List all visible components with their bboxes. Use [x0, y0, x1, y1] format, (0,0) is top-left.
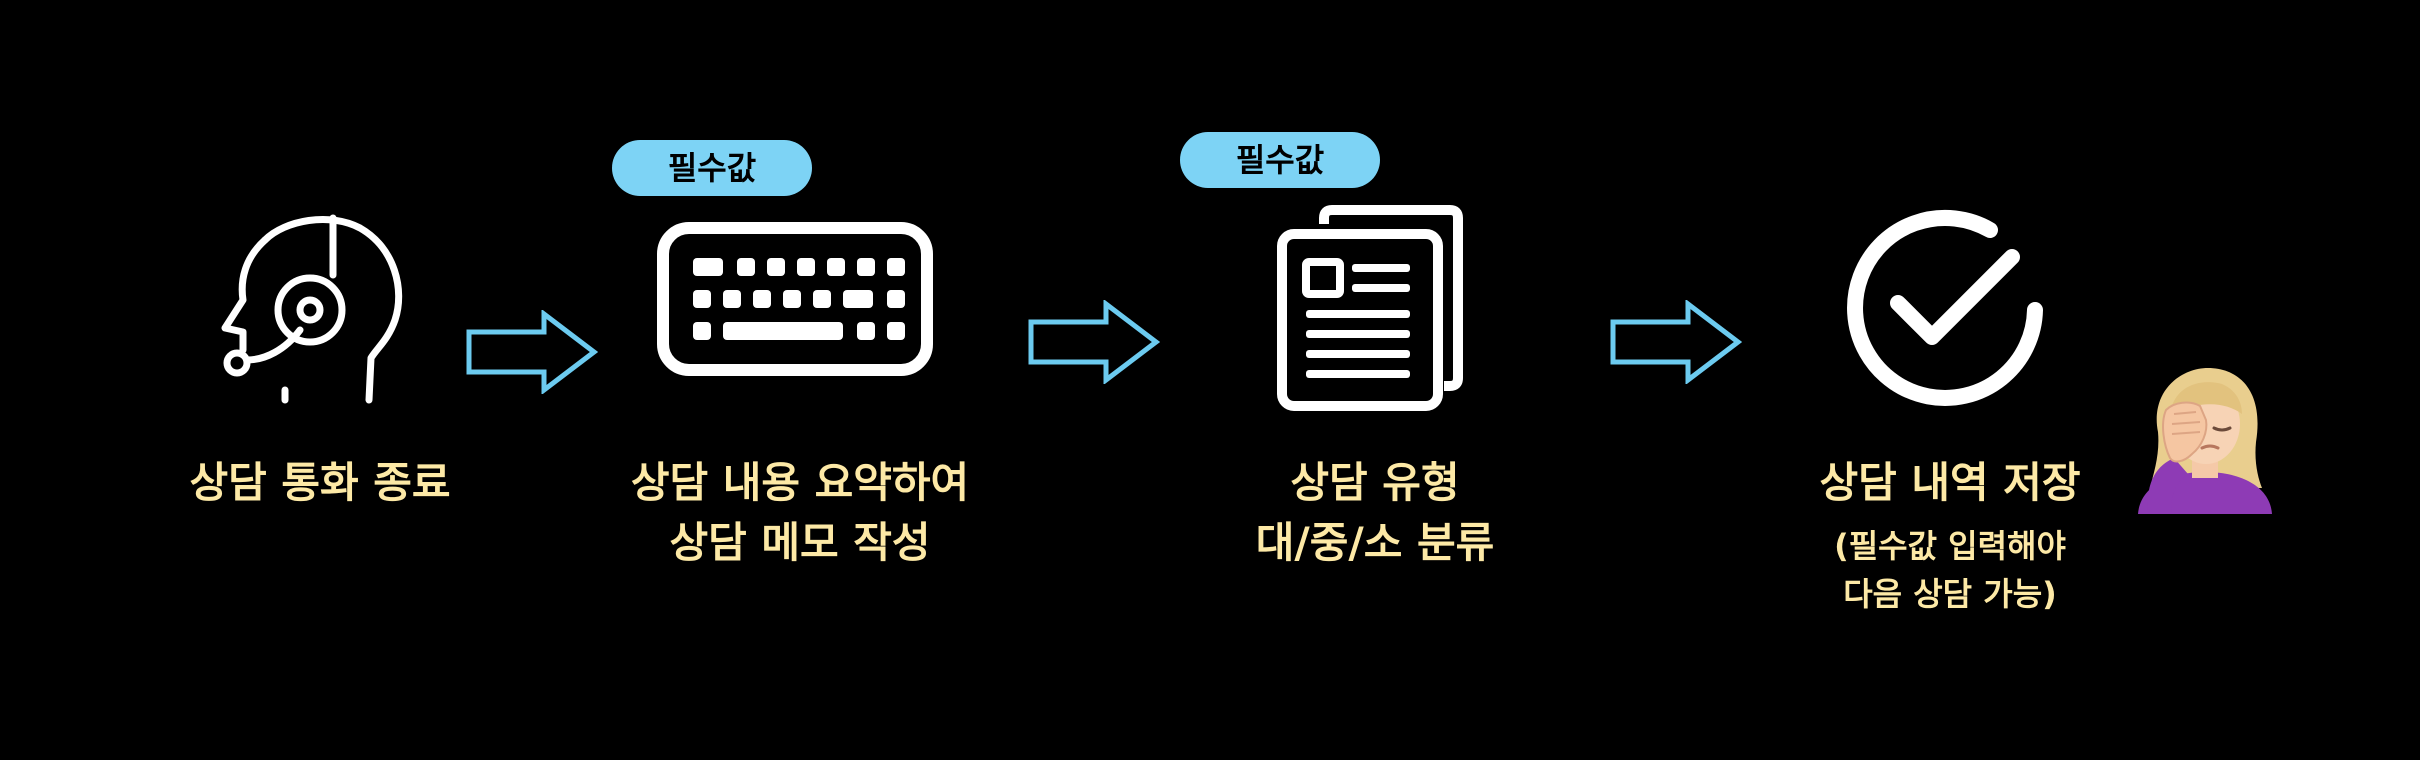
step-2-label-line1: 상담 내용 요약하여: [630, 458, 970, 507]
step-3-label-line2: 대/중/소 분류: [1255, 518, 1495, 567]
required-badge: 필수값: [612, 140, 812, 196]
step-4-label: 상담 내역 저장: [1819, 458, 2081, 507]
facepalm-emoji-icon: [2138, 368, 2272, 514]
headset-agent-icon: [221, 214, 403, 404]
right-arrow-icon: [466, 310, 598, 394]
step-2-label-line2: 상담 메모 작성: [669, 518, 931, 567]
right-arrow-icon: [1610, 300, 1742, 384]
keyboard-icon: [657, 222, 933, 376]
step-4-note-line2: 다음 상담 가능): [1843, 575, 2057, 613]
required-badge: 필수값: [1180, 132, 1380, 188]
step-4-note-line1: (필수값 입력해야: [1834, 527, 2066, 565]
check-circle-icon: [1847, 209, 2043, 406]
step-1-label: 상담 통화 종료: [189, 458, 451, 507]
right-arrow-icon: [1028, 300, 1160, 384]
documents-icon: [1277, 205, 1463, 411]
step-3-label-line1: 상담 유형: [1290, 458, 1460, 507]
